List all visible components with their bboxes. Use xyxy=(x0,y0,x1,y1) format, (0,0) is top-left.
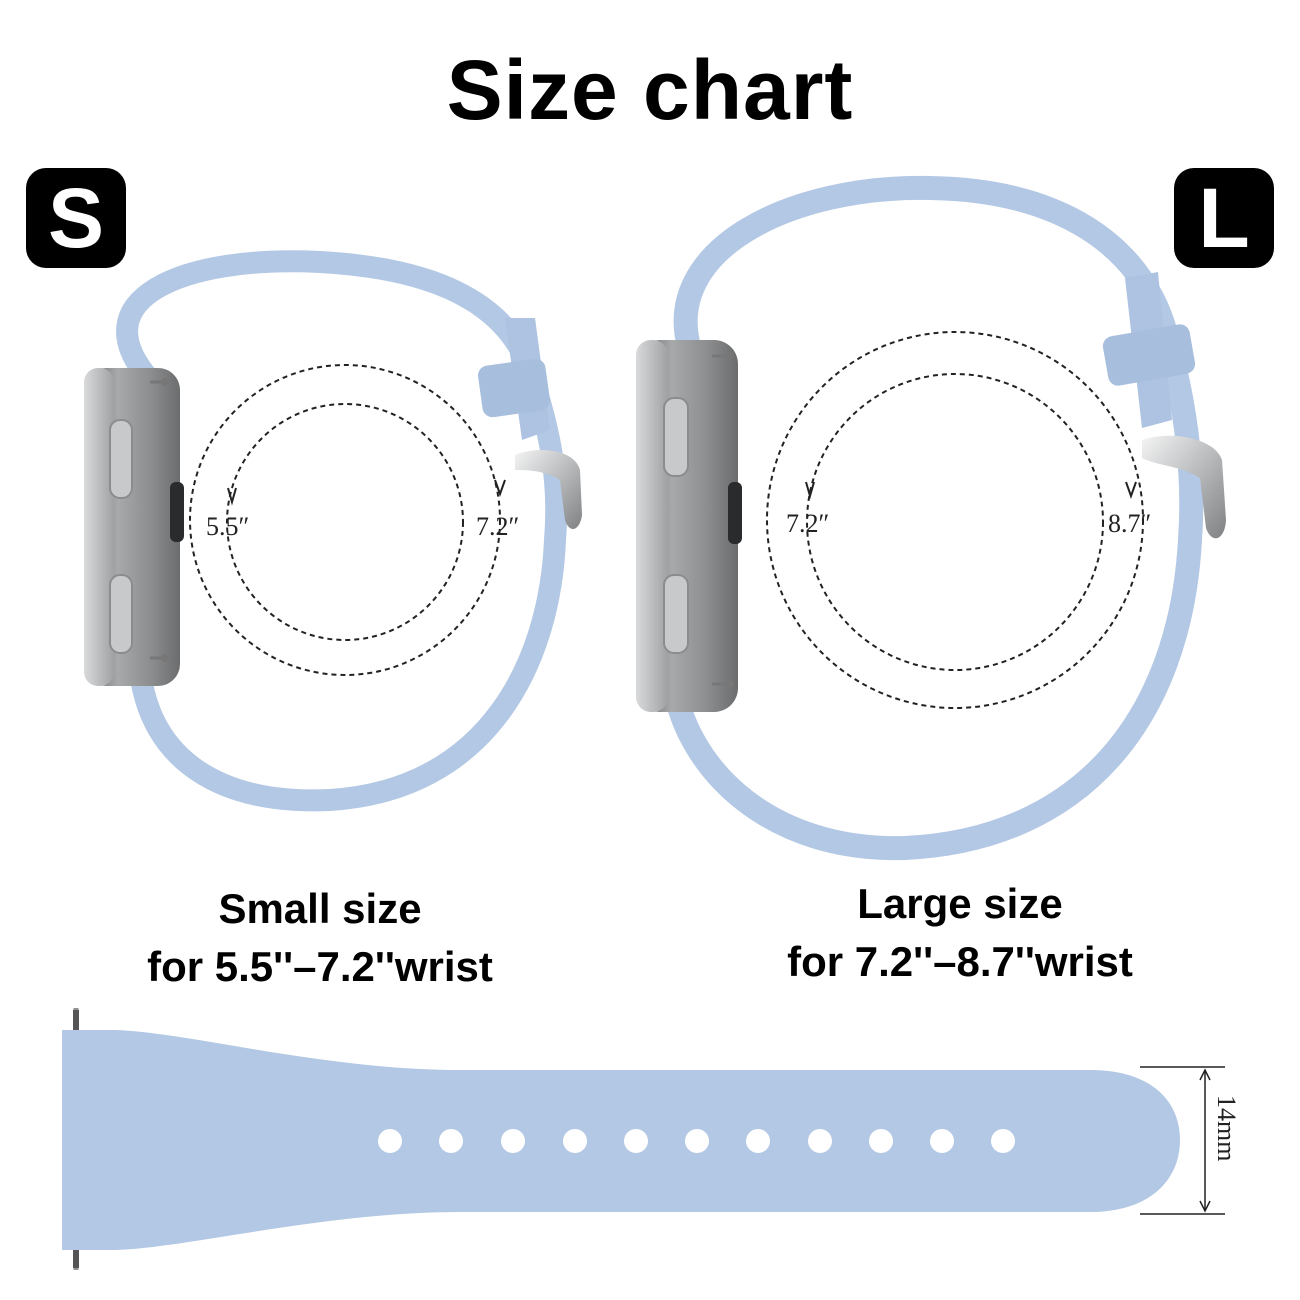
strap-width-label: 14mm xyxy=(1212,1095,1241,1161)
watch-button-icon xyxy=(663,574,689,654)
small-size-diagram: 5.5″ 7.2″ xyxy=(189,364,519,676)
size-badge-large: L xyxy=(1174,168,1274,268)
buckle-icon xyxy=(1142,435,1226,539)
strap-holes xyxy=(378,1129,1015,1153)
small-size-range: for 5.5''–7.2''wrist xyxy=(147,943,493,990)
watch-button-icon xyxy=(663,397,689,477)
large-max-measure: 8.7″ xyxy=(1108,509,1151,538)
small-min-measure: 5.5″ xyxy=(206,512,249,541)
large-size-title: Large size xyxy=(857,880,1063,927)
large-size-diagram: 7.2″ 8.7″ xyxy=(766,331,1151,709)
large-watch-band xyxy=(663,175,1226,861)
flat-strap xyxy=(62,1008,1180,1270)
small-watch-case xyxy=(84,368,184,686)
small-size-title: Small size xyxy=(218,885,422,932)
small-size-label: Small size for 5.5''–7.2''wrist xyxy=(70,880,570,996)
page-title: Size chart xyxy=(446,43,854,137)
large-watch-case xyxy=(636,340,742,712)
band-keeper xyxy=(478,358,550,418)
size-badge-small: S xyxy=(26,168,126,268)
arrow-down-icon xyxy=(494,479,506,497)
large-min-measure: 7.2″ xyxy=(786,509,829,538)
small-watch-band xyxy=(116,250,582,812)
small-max-measure: 7.2″ xyxy=(476,512,519,541)
band-keeper xyxy=(1102,324,1196,386)
arrow-down-icon xyxy=(1125,481,1137,499)
large-size-range: for 7.2''–8.7''wrist xyxy=(787,938,1133,985)
buckle-icon xyxy=(515,450,582,530)
arrow-down-icon xyxy=(805,481,815,500)
watch-button-icon xyxy=(109,574,133,654)
strap-width-dimension: 14mm xyxy=(1140,1066,1241,1215)
watch-button-icon xyxy=(109,419,133,499)
large-size-label: Large size for 7.2''–8.7''wrist xyxy=(710,875,1210,991)
arrow-down-icon xyxy=(227,487,237,506)
